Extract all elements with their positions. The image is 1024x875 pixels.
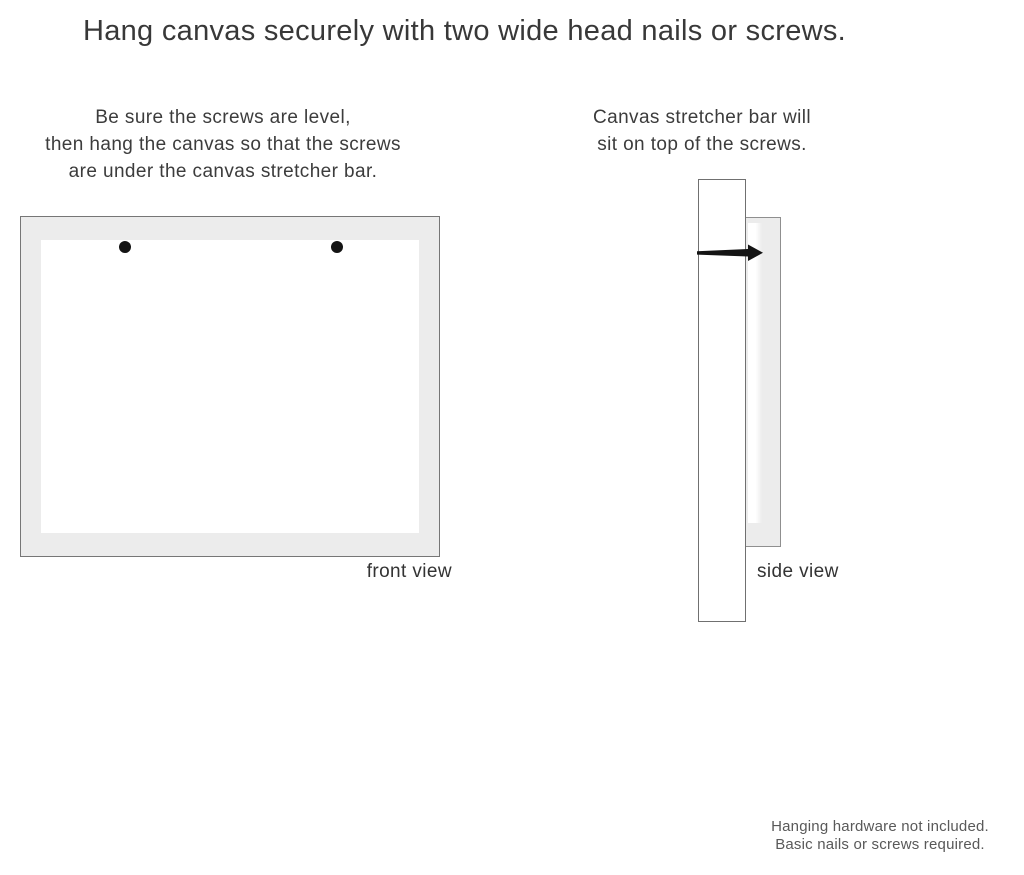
instruction-left: Be sure the screws are level, then hang … <box>23 104 423 185</box>
nail-head <box>748 244 763 261</box>
canvas-side-highlight <box>748 223 762 523</box>
instruction-right: Canvas stretcher bar will sit on top of … <box>552 104 852 158</box>
nail-icon <box>697 244 763 261</box>
front-view-canvas-face <box>41 240 419 533</box>
front-view-label: front view <box>366 561 452 582</box>
side-view-canvas <box>745 217 781 547</box>
instruction-line: are under the canvas stretcher bar. <box>68 161 378 182</box>
nail-shaft <box>697 249 748 257</box>
instruction-line: Be sure the screws are level, <box>95 107 351 128</box>
instruction-line: Canvas stretcher bar will <box>592 107 812 128</box>
footnote-line: Basic nails or screws required. <box>775 836 985 853</box>
page-title: Hang canvas securely with two wide head … <box>82 15 847 47</box>
instruction-line: then hang the canvas so that the screws <box>45 134 401 155</box>
nail-head-right-dot <box>331 241 343 253</box>
footnote: Hanging hardware not included. Basic nai… <box>744 818 1016 854</box>
nail-head-left-dot <box>119 241 131 253</box>
side-view-label: side view <box>757 561 839 582</box>
footnote-line: Hanging hardware not included. <box>771 818 989 835</box>
front-view-canvas-frame <box>20 216 440 557</box>
instruction-line: sit on top of the screws. <box>597 134 807 155</box>
